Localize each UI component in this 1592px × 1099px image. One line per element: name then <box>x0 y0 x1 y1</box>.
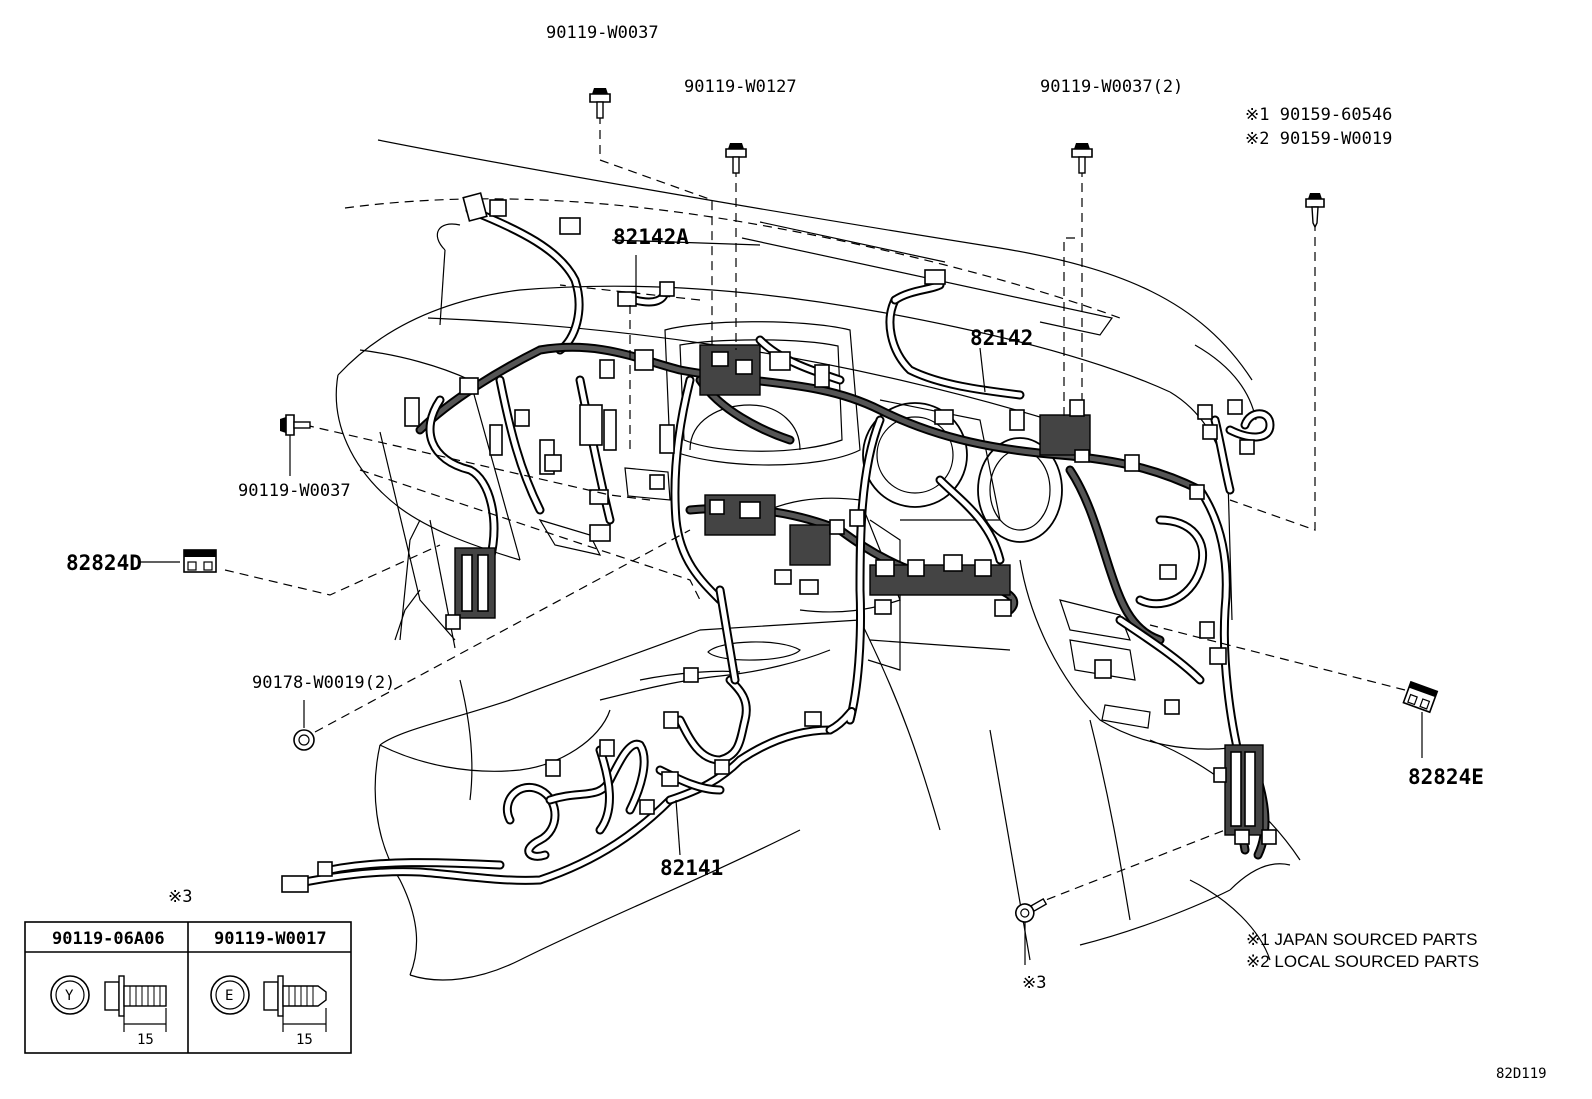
label-relay-82824d[interactable]: 82824D <box>66 551 142 575</box>
label-screw-local[interactable]: ※2 90159-W0019 <box>1245 129 1392 149</box>
main-harness-82142 <box>415 205 1275 860</box>
nut-icon[interactable] <box>293 729 315 751</box>
label-relay-82824e[interactable]: 82824E <box>1408 765 1484 789</box>
bolt-head-e-icon <box>210 975 250 1015</box>
legend-col2-length: 15 <box>296 1032 313 1048</box>
legend-mark: ※3 <box>168 887 192 907</box>
legend-col1-part: 90119-06A06 <box>52 929 165 949</box>
legend-col1-head-letter: Y <box>65 988 74 1004</box>
label-bolt-bottom-mark: ※3 <box>1022 973 1046 993</box>
bolt-side-icon <box>263 975 327 1017</box>
screw-icon[interactable] <box>1305 193 1325 229</box>
harness-connectors <box>281 192 1277 893</box>
bolt-icon[interactable] <box>1013 894 1050 926</box>
label-bolt-left[interactable]: 90119-W0037 <box>238 481 351 501</box>
label-bolt-top-center[interactable]: 90119-W0127 <box>684 77 797 97</box>
diagram-reference-code: 82D119 <box>1496 1066 1547 1082</box>
label-bolt-top-left[interactable]: 90119-W0037 <box>546 23 659 43</box>
relay-icon[interactable] <box>1402 680 1439 714</box>
bolt-icon[interactable] <box>1071 143 1093 174</box>
bolt-head-y-icon <box>50 975 90 1015</box>
bolt-icon[interactable] <box>589 88 611 119</box>
legend-col2-head-letter: E <box>225 988 233 1004</box>
label-harness-82141[interactable]: 82141 <box>660 856 723 880</box>
label-harness-82142[interactable]: 82142 <box>970 326 1033 350</box>
label-screw-japan[interactable]: ※1 90159-60546 <box>1245 105 1392 125</box>
note-local-sourced: ※2 LOCAL SOURCED PARTS <box>1246 952 1479 971</box>
note-japan-sourced: ※1 JAPAN SOURCED PARTS <box>1246 930 1478 949</box>
leader-lines <box>138 115 1423 965</box>
console-harness-82141 <box>295 585 857 888</box>
bolt-side-icon <box>104 975 167 1017</box>
label-bolt-top-right[interactable]: 90119-W0037(2) <box>1040 77 1183 97</box>
bolt-icon[interactable] <box>280 414 311 436</box>
label-harness-82142a[interactable]: 82142A <box>613 225 689 249</box>
bolt-legend-table: ※3 90119-06A06 90119-W0017 Y 15 E <box>24 887 352 1054</box>
source-notes: ※1 JAPAN SOURCED PARTS ※2 LOCAL SOURCED … <box>1246 930 1479 971</box>
bolt-icon[interactable] <box>725 143 747 174</box>
relay-icon[interactable] <box>183 549 217 573</box>
part-labels: 90119-W0037 90119-W0127 90119-W0037(2) ※… <box>66 23 1484 993</box>
label-nut-left[interactable]: 90178-W0019(2) <box>252 673 395 693</box>
legend-col2-part: 90119-W0017 <box>214 929 327 949</box>
legend-col1-length: 15 <box>137 1032 154 1048</box>
